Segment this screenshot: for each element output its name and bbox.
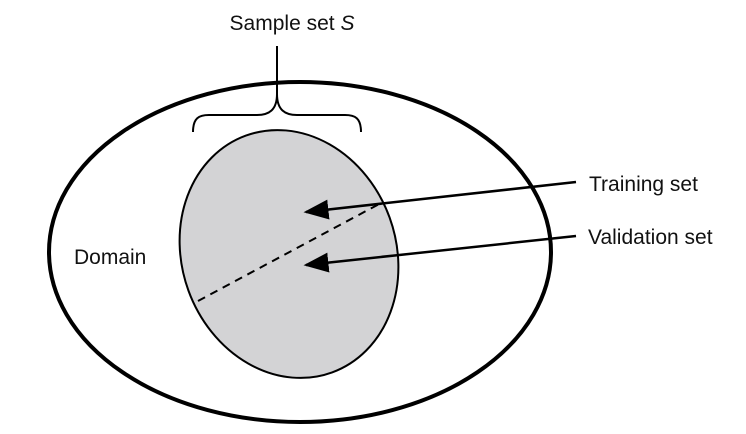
sample-set-label-text: Sample set <box>230 12 341 35</box>
train-validation-split-line <box>197 202 382 302</box>
sample-set-symbol: S <box>340 12 354 35</box>
domain-ellipse <box>47 80 553 424</box>
validation-set-arrow <box>303 234 577 273</box>
sample-set-brace <box>192 46 362 133</box>
validation-set-label: Validation set <box>588 226 713 249</box>
sample-set-label: Sample set S <box>230 12 355 35</box>
sample-set-ellipse <box>178 129 400 379</box>
training-set-arrow <box>303 180 577 220</box>
domain-label: Domain <box>74 246 146 269</box>
training-set-label: Training set <box>589 173 698 196</box>
